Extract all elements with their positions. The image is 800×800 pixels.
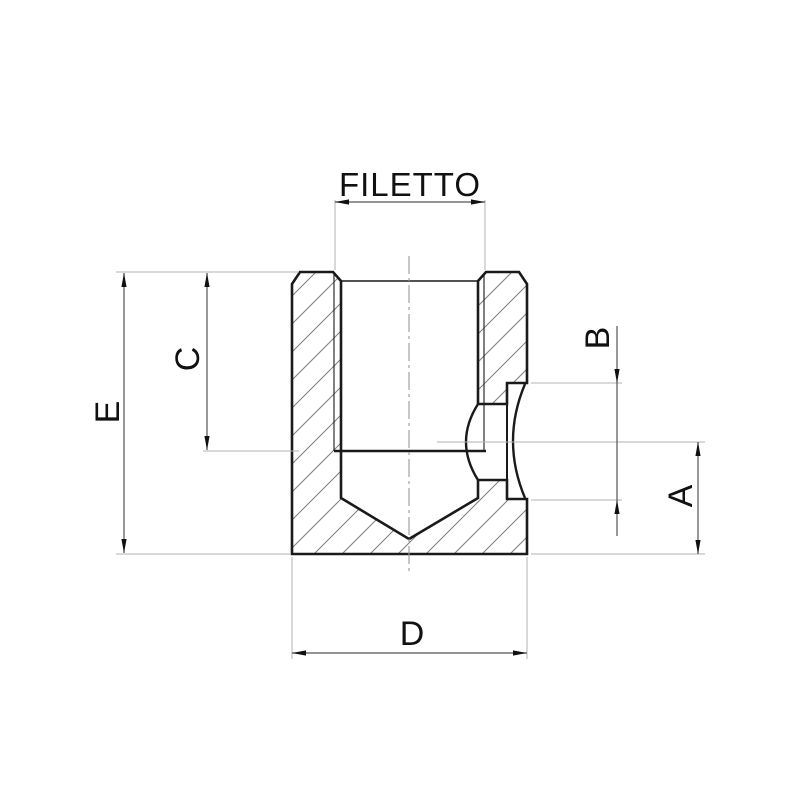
- arrow-up-icon: [121, 273, 127, 287]
- dimension-e: E: [89, 273, 127, 553]
- dimension-filetto: FILETTO: [335, 166, 485, 205]
- dimension-label-e: E: [89, 401, 127, 424]
- section-material-upper-right: [476, 270, 529, 406]
- dimension-c: C: [169, 273, 210, 450]
- arrow-right-icon: [471, 199, 485, 205]
- arrow-down-icon: [614, 369, 620, 383]
- section-view: [290, 270, 529, 556]
- dimension-b: B: [579, 326, 620, 536]
- arrow-right-icon: [513, 650, 527, 656]
- arrow-up-icon: [614, 500, 620, 514]
- dimension-label-a: A: [662, 484, 700, 507]
- arrow-down-icon: [695, 540, 701, 554]
- arrow-left-icon: [292, 650, 306, 656]
- dimension-label-c: C: [169, 347, 207, 372]
- arrow-down-icon: [121, 539, 127, 553]
- dimension-label-b: B: [579, 327, 617, 350]
- extension-lines: [116, 200, 705, 659]
- dimension-label-d: D: [400, 615, 425, 653]
- dimension-d: D: [292, 615, 527, 656]
- dimension-a: A: [662, 442, 701, 554]
- groove-arc-outer: [511, 383, 527, 499]
- dimension-label-filetto: FILETTO: [339, 166, 481, 203]
- arrow-up-icon: [695, 442, 701, 456]
- arrow-down-icon: [204, 436, 210, 450]
- arrow-left-icon: [335, 199, 349, 205]
- section-material-left-bottom: [290, 270, 529, 556]
- arrow-up-icon: [204, 273, 210, 287]
